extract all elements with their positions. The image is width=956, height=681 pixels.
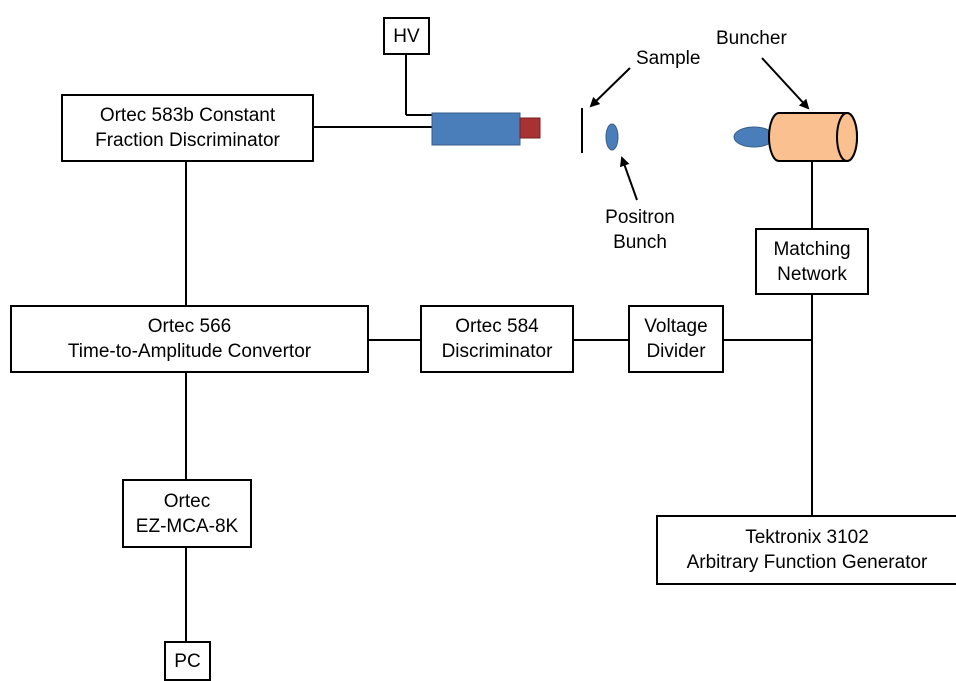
tac-label-line2: Time-to-Amplitude Convertor <box>67 341 312 362</box>
positron-arrow <box>619 156 638 201</box>
detector-icon <box>431 112 521 146</box>
mca-label-line2: EZ-MCA-8K <box>135 515 239 537</box>
tac-box: Ortec 566 Time-to-Amplitude Convertor <box>10 305 369 373</box>
disc584-label-line2: Discriminator <box>441 341 553 362</box>
buncher-arrow <box>761 57 810 110</box>
cfd-label-line2: Fraction Discriminator <box>95 130 280 151</box>
hv-box: HV <box>383 17 430 55</box>
afg-label-line1: Tektronix 3102 <box>745 527 869 548</box>
voltage-divider-label-line2: Divider <box>646 341 706 362</box>
voltage-divider-label-line1: Voltage <box>644 316 708 337</box>
tac-label-line1: Ortec 566 <box>147 316 232 337</box>
matching-network-label-line1: Matching <box>773 238 851 260</box>
buncher-icon <box>733 112 858 162</box>
detector-cap-icon <box>519 117 541 139</box>
cfd-box: Ortec 583b Constant Fraction Discriminat… <box>61 94 314 162</box>
matching-network-label-line2: Network <box>777 263 847 285</box>
sample-label: Sample <box>636 48 701 69</box>
afg-box: Tektronix 3102 Arbitrary Function Genera… <box>656 515 956 585</box>
sample-arrow <box>589 67 631 108</box>
hv-label: HV <box>393 25 420 47</box>
mca-box: Ortec EZ-MCA-8K <box>122 479 252 548</box>
positron-bunch-label-line2: Bunch <box>613 232 667 253</box>
buncher-label: Buncher <box>716 28 787 49</box>
positron-bunch-label-line1: Positron <box>605 207 675 228</box>
matching-network-box: Matching Network <box>755 228 869 295</box>
positron-bunch-icon <box>605 123 619 151</box>
afg-label-line2: Arbitrary Function Generator <box>686 552 928 573</box>
positron-bunch-label: Positron Bunch <box>590 205 690 255</box>
disc584-label-line1: Ortec 584 <box>455 316 539 337</box>
disc584-box: Ortec 584 Discriminator <box>420 305 574 373</box>
mca-label-line1: Ortec <box>163 490 211 512</box>
voltage-divider-box: Voltage Divider <box>628 305 724 373</box>
pc-box: PC <box>164 641 211 681</box>
cfd-label-line1: Ortec 583b Constant <box>99 105 276 126</box>
pc-label: PC <box>174 651 201 672</box>
